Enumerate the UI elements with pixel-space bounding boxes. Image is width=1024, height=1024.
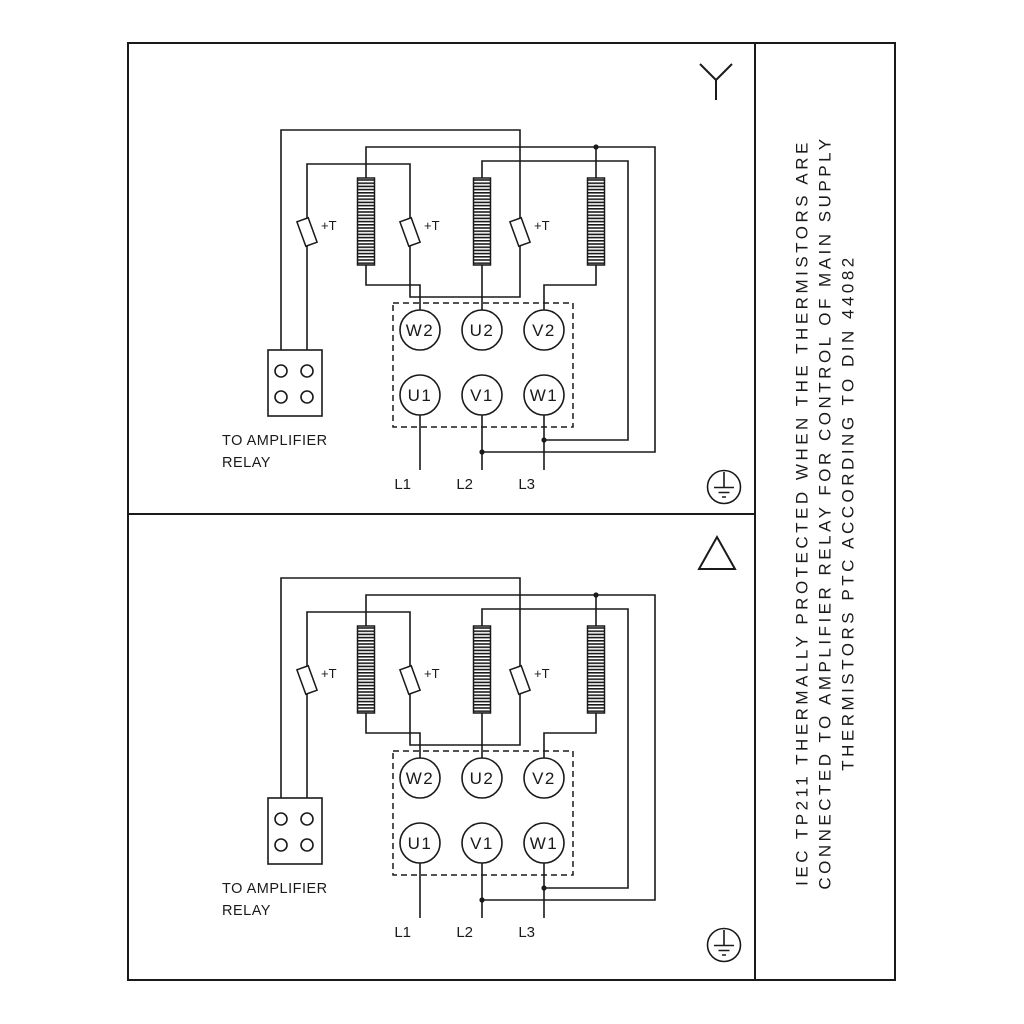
wire — [306, 163, 411, 212]
terminal-u1 — [399, 822, 441, 864]
star-connection-icon — [699, 63, 733, 100]
mains-label-l3: L3 — [518, 476, 535, 493]
relay-caption-line2: RELAY — [222, 903, 271, 919]
wire — [481, 608, 629, 889]
wire — [365, 146, 656, 453]
thermistor-label: +T — [534, 218, 550, 233]
wire — [543, 265, 597, 310]
terminal-u1 — [399, 374, 441, 416]
relay-contact — [274, 812, 288, 826]
thermistor-icon — [295, 216, 319, 248]
thermistor-label: +T — [321, 666, 337, 681]
amplifier-relay-box — [267, 797, 323, 865]
terminal-w1 — [523, 822, 565, 864]
terminal-board-outline — [392, 302, 574, 428]
side-note-line: CONNECTED TO AMPLIFIER RELAY FOR CONTROL… — [815, 135, 835, 890]
winding-coil — [472, 177, 492, 266]
wire — [481, 160, 629, 441]
wire — [365, 594, 656, 901]
relay-contact — [274, 838, 288, 852]
mains-label-l2: L2 — [456, 924, 473, 941]
junction-dot — [593, 144, 599, 150]
earth-ground-icon — [706, 927, 742, 963]
thermistor-label: +T — [321, 218, 337, 233]
outer-frame — [127, 42, 896, 981]
wire — [280, 577, 521, 813]
relay-contact — [300, 390, 314, 404]
relay-contact — [274, 390, 288, 404]
side-note-line: IEC TP211 THERMALLY PROTECTED WHEN THE T… — [792, 139, 812, 886]
relay-caption-line2: RELAY — [222, 455, 271, 471]
wire — [280, 129, 521, 365]
terminal-label-u2: U2 — [470, 769, 495, 788]
terminal-label-u2: U2 — [470, 321, 495, 340]
winding-coil — [356, 625, 376, 714]
thermistor-label: +T — [534, 666, 550, 681]
delta-connection-icon — [697, 534, 737, 570]
relay-contact — [274, 364, 288, 378]
thermistor-icon — [398, 664, 422, 696]
terminal-v1 — [461, 822, 503, 864]
relay-contact — [300, 838, 314, 852]
thermistor-icon — [508, 216, 532, 248]
wire — [409, 700, 521, 746]
thermistor-label: +T — [424, 666, 440, 681]
winding-coil — [586, 177, 606, 266]
junction-dot — [593, 592, 599, 598]
junction-dot — [541, 437, 547, 443]
mains-label-l1: L1 — [394, 476, 411, 493]
terminal-w1 — [523, 374, 565, 416]
terminal-board-outline — [392, 750, 574, 876]
terminal-label-w2: W2 — [406, 769, 435, 788]
star-wiring-panel: +T +T +T W2 U2 V2 U1 V1 W1 TO AMPLIFIER … — [222, 63, 742, 505]
amplifier-relay-box — [267, 349, 323, 417]
terminal-label-v2: V2 — [532, 321, 556, 340]
delta-wiring-panel: +T +T +T W2 U2 V2 U1 V1 W1 TO AMPLIFIER … — [222, 534, 742, 963]
terminal-w2 — [399, 757, 441, 799]
terminal-v2 — [523, 309, 565, 351]
terminal-label-v1: V1 — [470, 386, 494, 405]
mains-leads — [419, 863, 545, 918]
terminal-u2 — [461, 309, 503, 351]
junction-dot — [541, 885, 547, 891]
relay-caption-line1: TO AMPLIFIER — [222, 881, 328, 897]
earth-ground-icon — [706, 469, 742, 505]
relay-contact — [300, 364, 314, 378]
terminal-label-w1: W1 — [530, 834, 559, 853]
terminal-v1 — [461, 374, 503, 416]
terminal-label-v1: V1 — [470, 834, 494, 853]
wire — [543, 713, 597, 758]
side-note-line: THERMISTORS PTC ACCORDING TO DIN 44082 — [838, 254, 858, 771]
terminal-label-w2: W2 — [406, 321, 435, 340]
relay-contact — [300, 812, 314, 826]
winding-coil — [586, 625, 606, 714]
thermistor-icon — [295, 664, 319, 696]
wire — [306, 611, 411, 660]
mains-label-l1: L1 — [394, 924, 411, 941]
mains-label-l3: L3 — [518, 924, 535, 941]
terminal-w2 — [399, 309, 441, 351]
terminal-label-w1: W1 — [530, 386, 559, 405]
winding-coil — [356, 177, 376, 266]
thermistor-icon — [398, 216, 422, 248]
junction-dot — [479, 897, 485, 903]
mains-label-l2: L2 — [456, 476, 473, 493]
terminal-v2 — [523, 757, 565, 799]
terminal-label-u1: U1 — [408, 386, 433, 405]
wire — [365, 265, 421, 310]
thermistor-icon — [508, 664, 532, 696]
winding-coil — [472, 625, 492, 714]
wire — [365, 713, 421, 758]
side-note: IEC TP211 THERMALLY PROTECTED WHEN THE T… — [791, 43, 860, 983]
junction-dot — [479, 449, 485, 455]
relay-caption-line1: TO AMPLIFIER — [222, 433, 328, 449]
terminal-u2 — [461, 757, 503, 799]
terminal-label-v2: V2 — [532, 769, 556, 788]
thermistor-label: +T — [424, 218, 440, 233]
terminal-label-u1: U1 — [408, 834, 433, 853]
mains-leads — [419, 415, 545, 470]
wire — [409, 252, 521, 298]
